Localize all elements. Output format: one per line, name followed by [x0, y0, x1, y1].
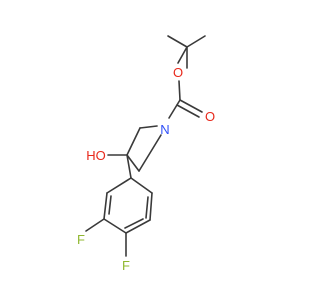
fluorine-meta-label: F	[77, 232, 85, 247]
bond-ring-d	[103, 218, 127, 234]
bond-ring-bottom-n	[138, 134, 162, 172]
bond-ring-top-c3	[126, 127, 141, 156]
fluorine-para-label: F	[122, 258, 130, 273]
bond-carbonyl-double-b	[176, 104, 200, 118]
hydroxyl-label: HO	[86, 148, 106, 163]
bond-ring-c	[125, 219, 151, 234]
bond-carbonyl-double-a	[179, 99, 203, 113]
bond-oxygen-carbonyl-carbon	[178, 80, 181, 101]
bond-ring-n-top	[139, 125, 158, 129]
bond-carbonyl-nitrogen	[168, 99, 181, 119]
oxygen-carbonyl-label: O	[205, 109, 215, 124]
bond-ring-c3-bottom	[126, 154, 140, 172]
molecule-structure: O O N HO F F	[77, 35, 215, 273]
nitrogen-label: N	[160, 122, 169, 137]
bond-ring-f	[106, 177, 132, 194]
bond-c3-phenyl	[126, 154, 132, 179]
bond-ring-e	[103, 192, 108, 220]
bond-c-f-meta	[85, 218, 105, 232]
bond-lines	[85, 35, 206, 257]
bond-ring-inner-b	[108, 195, 112, 215]
molecule-canvas: O O N HO F F	[77, 35, 215, 273]
bond-ring-a	[130, 177, 153, 194]
bond-tbu-to-oxygen	[177, 46, 188, 64]
bond-tbu-methyl-right	[186, 35, 206, 48]
oxygen-ether-label: O	[173, 65, 183, 80]
bond-ring-inner-c	[124, 218, 144, 229]
bond-tbu-methyl-left	[167, 35, 188, 48]
bond-ring-b	[149, 192, 153, 221]
bond-ring-inner-a	[145, 196, 149, 219]
